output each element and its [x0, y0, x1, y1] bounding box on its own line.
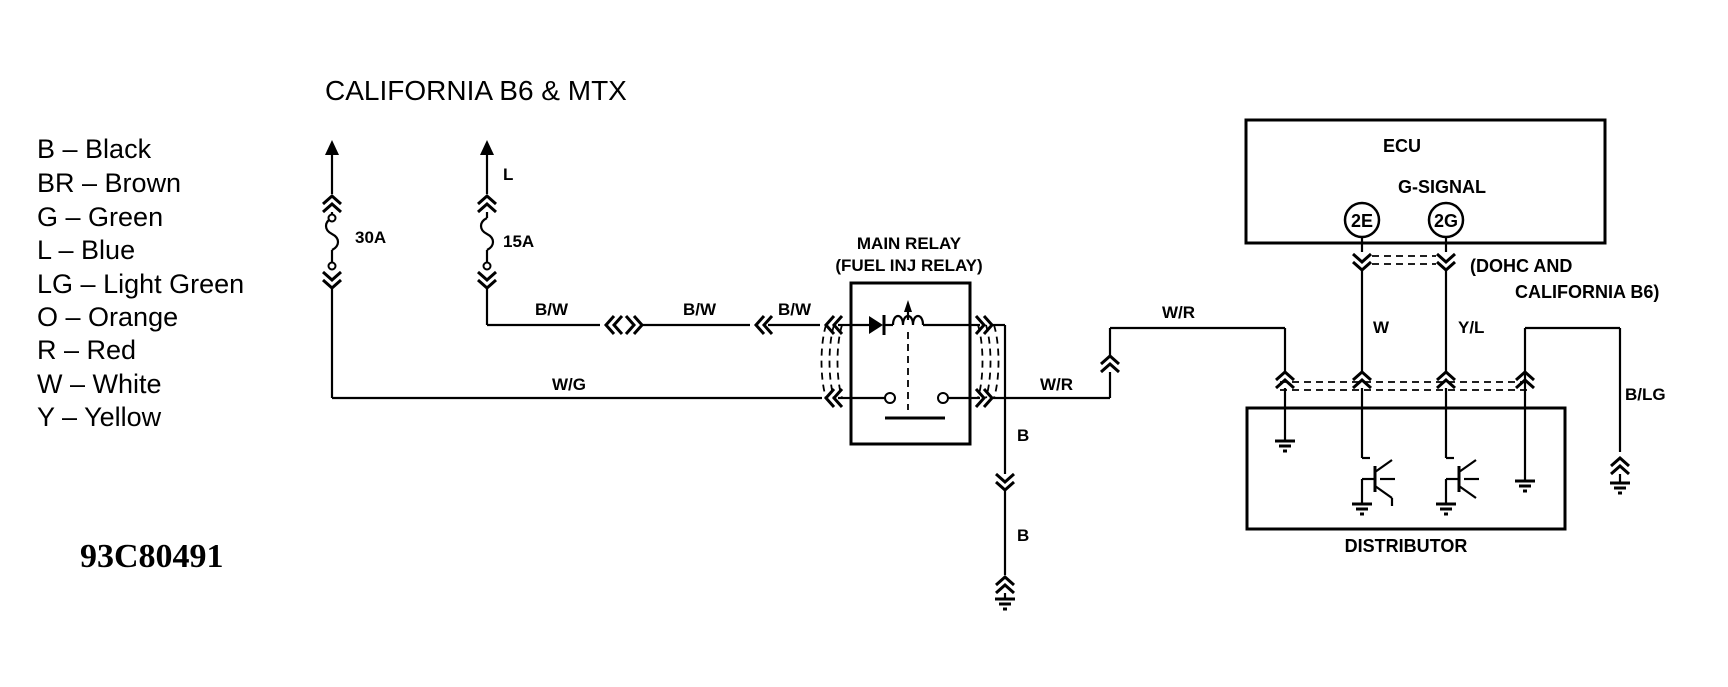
legend-item: Y – Yellow	[37, 402, 162, 432]
main-relay: MAIN RELAY (FUEL INJ RELAY)	[835, 234, 983, 446]
wire-blg: B/LG	[1513, 326, 1666, 495]
option-note: (DOHC AND	[1470, 256, 1572, 276]
legend-item: LG – Light Green	[37, 269, 244, 299]
diagram-title: CALIFORNIA B6 & MTX	[325, 75, 627, 106]
legend-item: W – White	[37, 369, 162, 399]
ecu-signal-label: G-SIGNAL	[1398, 177, 1486, 197]
connector-shield	[820, 324, 843, 399]
wire-color-label: W/R	[1162, 303, 1195, 322]
wire-color-label: Y/L	[1458, 318, 1484, 337]
transistor-icon	[1350, 456, 1395, 516]
wire-color-label: B	[1017, 526, 1029, 545]
legend-item: B – Black	[37, 134, 152, 164]
wire-color-label: B	[1017, 426, 1029, 445]
power-arrow-icon	[480, 140, 494, 155]
ground-icon	[1608, 481, 1632, 495]
wire-w-and-yl: W Y/L	[1351, 237, 1484, 458]
relay-contact-icon	[937, 392, 949, 404]
ground-icon	[1513, 479, 1537, 493]
ecu-pin-label: 2G	[1434, 211, 1458, 231]
legend-item: BR – Brown	[37, 168, 181, 198]
power-feed-15a: L 15A	[476, 140, 534, 325]
distributor-title: DISTRIBUTOR	[1345, 536, 1468, 556]
relay-output: W/R	[970, 314, 1110, 409]
relay-label: (FUEL INJ RELAY)	[835, 256, 982, 275]
wire-color-label: W/G	[552, 375, 586, 394]
wire-bw: B/W B/W B/W	[487, 300, 850, 336]
relay-contact-icon	[884, 392, 896, 404]
legend-item: O – Orange	[37, 302, 178, 332]
wire-color-label: B/W	[778, 300, 812, 319]
fuse-rating: 15A	[503, 232, 534, 251]
color-legend: B – Black BR – Brown G – Green L – Blue …	[37, 134, 244, 432]
wire-color-label: B/LG	[1625, 385, 1666, 404]
option-note: CALIFORNIA B6)	[1515, 282, 1659, 302]
terminal-icon	[1273, 439, 1297, 453]
transistor-icon	[1434, 456, 1479, 516]
wire-color-label: W	[1373, 318, 1390, 337]
ecu-pin-label: 2E	[1351, 211, 1373, 231]
diode-icon	[869, 316, 883, 334]
power-feed-30a: 30A	[321, 140, 386, 398]
fuse-icon	[479, 217, 495, 251]
legend-item: L – Blue	[37, 235, 135, 265]
diagram-code: 93C80491	[80, 538, 224, 575]
wire-wr: W/R	[1099, 303, 1297, 453]
wire-color-label: B/W	[683, 300, 717, 319]
ground-icon	[993, 597, 1017, 611]
power-arrow-icon	[325, 140, 339, 155]
ecu: ECU G-SIGNAL 2E 2G	[1244, 118, 1607, 245]
fuse-rating: 30A	[355, 228, 386, 247]
wire-color-label: B/W	[535, 300, 569, 319]
distributor-connector	[1280, 381, 1530, 391]
distributor: DISTRIBUTOR	[1245, 406, 1567, 556]
wire-b-ground: B B	[993, 325, 1029, 611]
wire-wg: W/G	[332, 375, 850, 409]
relay-label: MAIN RELAY	[857, 234, 962, 253]
legend-item: G – Green	[37, 202, 163, 232]
fuse-icon	[324, 217, 340, 251]
wire-color-label: L	[503, 165, 513, 184]
ecu-title: ECU	[1383, 136, 1421, 156]
wire-color-label: W/R	[1040, 375, 1073, 394]
legend-item: R – Red	[37, 335, 136, 365]
